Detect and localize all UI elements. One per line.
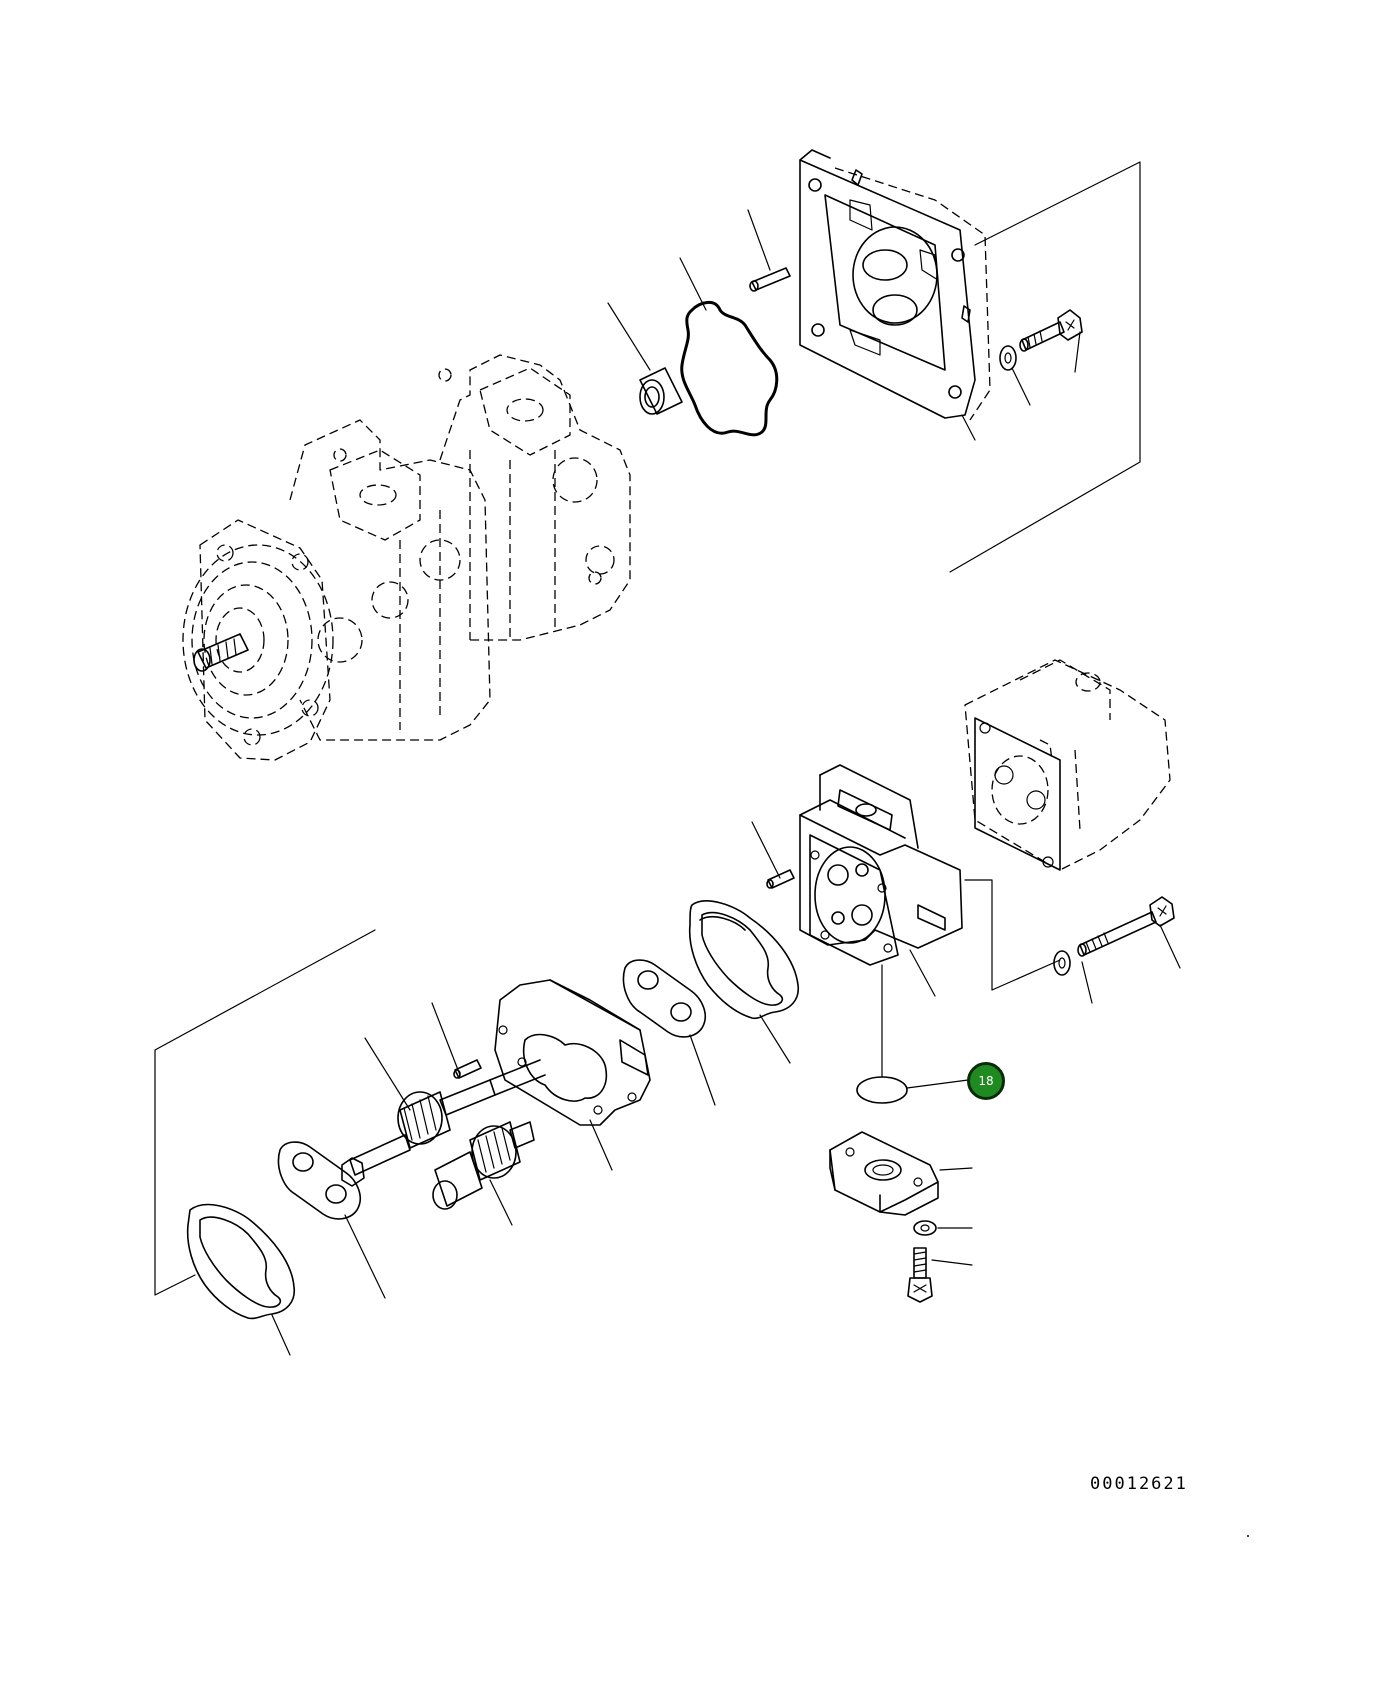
washer-lower-right <box>1053 950 1071 976</box>
callout-badge-18[interactable]: 18 <box>967 1062 1005 1100</box>
wear-plate-right <box>622 959 706 1038</box>
o-ring-part-18 <box>856 1076 908 1104</box>
front-housing <box>799 764 963 966</box>
dowel-pin-mid <box>766 869 795 889</box>
leader-lines-lower <box>271 821 1181 1356</box>
pump-assembly-phantom <box>182 354 631 761</box>
bolt-lower <box>907 1247 933 1303</box>
driven-gear <box>432 1121 535 1210</box>
long-bolt <box>1077 896 1175 957</box>
seal-plate-left <box>186 1203 296 1320</box>
seal-plate-right <box>688 900 800 1020</box>
pump-section-housing-phantom <box>964 659 1171 871</box>
wear-plate-left <box>277 1141 361 1220</box>
dowel-pin-upper <box>749 267 791 292</box>
callout-bracket-lower-right <box>964 879 1061 991</box>
callout-bracket-upper <box>949 161 1141 573</box>
speck <box>1247 1535 1249 1537</box>
drawing-number: 00012621 <box>1090 1474 1188 1494</box>
gear-housing <box>494 979 651 1126</box>
washer-upper <box>999 345 1017 371</box>
bushing <box>639 367 683 415</box>
rear-cover-plate <box>799 149 991 421</box>
seal-ring-upper <box>680 301 779 437</box>
callout-bracket-lower-left <box>154 929 376 1296</box>
drive-gear-shaft <box>341 1059 546 1187</box>
leader-lines-upper <box>607 209 1081 441</box>
flange-block <box>829 1131 939 1216</box>
bolt-upper <box>1019 309 1083 352</box>
washer-lower <box>913 1220 937 1236</box>
